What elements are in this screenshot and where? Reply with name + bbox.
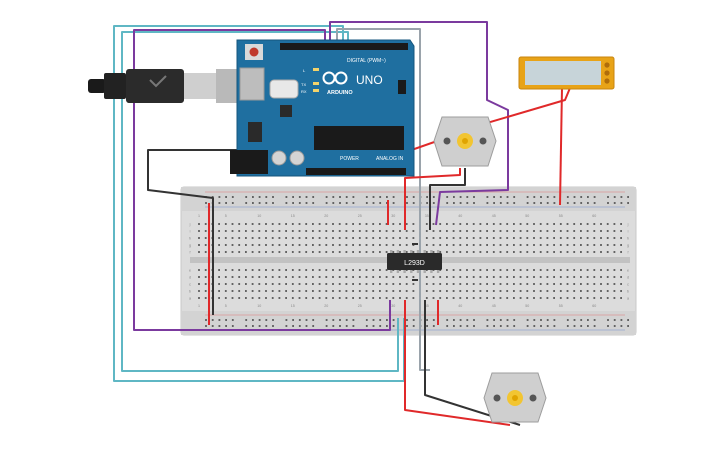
breadboard-row-letter: b [189,289,191,293]
breadboard-column-number: 30 [391,214,395,218]
led-label-l: L [303,68,306,73]
breadboard-column-number: 25 [358,304,362,308]
breadboard-row-letter: h [627,236,629,240]
breadboard-column-number: 55 [559,304,563,308]
l293d-chip: L293D [387,250,442,273]
power-header-label: POWER [340,156,359,162]
breadboard-row-letter: d [189,275,191,279]
breadboard-column-number: 1 [198,304,200,308]
breadboard-column-number: 45 [492,304,496,308]
breadboard-column-number: 10 [257,214,261,218]
reset-button [249,47,259,57]
chip-label: L293D [404,260,425,267]
wire-red-battery-a [559,87,563,206]
wire-teal-inner [121,31,399,372]
breadboard-column-number: 5 [225,304,227,308]
breadboard-row-letter: f [628,250,629,254]
breadboard-column-number: 15 [291,214,295,218]
wire-purple-right [329,21,509,226]
breadboard-row-letter: b [627,289,629,293]
breadboard-row-letter: e [627,268,629,272]
breadboard-row-letter: a [189,296,191,300]
breadboard-column-number: 20 [324,304,328,308]
breadboard-column-number: 50 [525,304,529,308]
wire-black-motor-bottom [424,300,521,426]
breadboard-column-number: 55 [559,214,563,218]
breadboard-column-number: 35 [425,304,429,308]
breadboard-row-letter: g [189,243,191,247]
breadboard-column-number: 35 [425,214,429,218]
arduino-uno-board: L TX RX UNO ARDUINO DIGITAL (PWM~) POWER… [230,39,415,177]
wire-purple-left [133,29,391,331]
wire-black-motor-top [429,168,466,230]
wire-black-gnd [147,149,300,315]
breadboard-column-number: 50 [525,214,529,218]
led-label-tx: TX [301,82,306,87]
breadboard-row-letter: e [189,268,191,272]
breadboard-column-number: 5 [225,214,227,218]
wire-red-battery-b [469,87,571,129]
battery-pack-icon [518,56,615,90]
usb-cable-icon [88,69,256,103]
wire-red-motor-top [404,168,461,230]
breadboard-row-letter: c [189,282,191,286]
breadboard-row-letter: g [627,243,629,247]
arduino-brand-text: ARDUINO [327,90,353,96]
wire-red-motor-bottom [404,300,511,426]
dc-motor-top-icon [433,116,497,167]
breadboard-row-letter: h [189,236,191,240]
wire-gray [336,28,430,371]
breadboard-column-number: 15 [291,304,295,308]
breadboard-row-letter: j [627,222,629,226]
breadboard-row-letter: c [627,282,629,286]
arduino-logo-icon [322,71,348,85]
breadboard-column-numbers: 1155101015152020252530303535404045455050… [198,214,596,308]
breadboard-column-number: 60 [592,214,596,218]
dc-motor-bottom-icon [483,372,547,423]
breadboard-row-letter: d [627,275,629,279]
breadboard-column-number: 60 [592,304,596,308]
breadboard-row-letter: i [628,229,629,233]
breadboard-column-number: 40 [458,214,462,218]
breadboard-column-number: 40 [458,304,462,308]
breadboard-row-letter: a [627,296,629,300]
breadboard-column-number: 10 [257,304,261,308]
breadboard-column-number: 45 [492,214,496,218]
breadboard-row-letter: f [190,250,191,254]
breadboard-column-number: 20 [324,214,328,218]
breadboard-row-letter: i [190,229,191,233]
analog-header-label: ANALOG IN [376,156,404,162]
breadboard-row-letter: j [189,222,191,226]
breadboard-column-number: 25 [358,214,362,218]
digital-header-label: DIGITAL (PWM~) [347,58,386,64]
breadboard-column-number: 30 [391,304,395,308]
led-label-rx: RX [301,89,307,94]
arduino-uno-text: UNO [356,73,383,87]
breadboard-column-number: 1 [198,214,200,218]
